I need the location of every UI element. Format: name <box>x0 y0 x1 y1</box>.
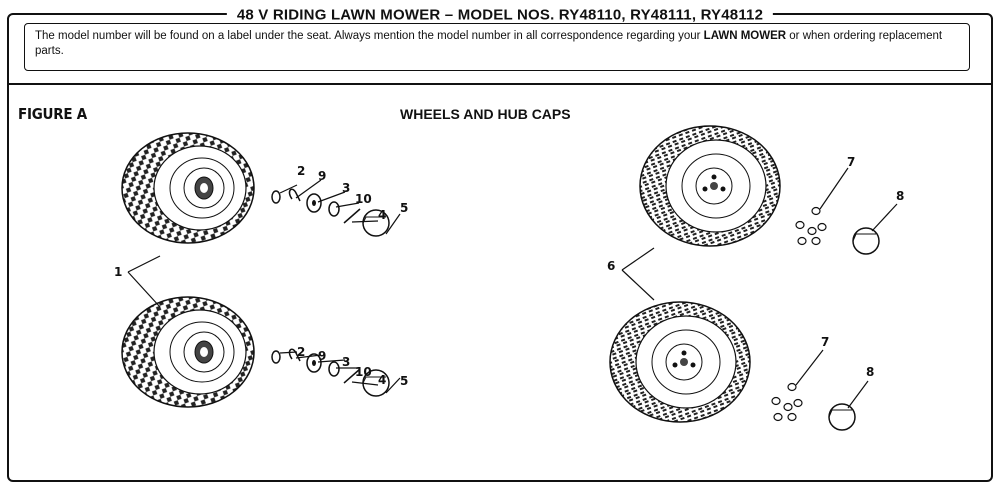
callout-4-top: 4 <box>378 208 386 222</box>
rear-hardware-bottom <box>771 382 856 431</box>
callout-5-bottom: 5 <box>400 374 408 388</box>
leader-lines <box>127 167 898 409</box>
callout-3-bottom: 3 <box>342 355 350 369</box>
callout-9-top: 9 <box>318 169 326 183</box>
notice-emphasis: LAWN MOWER <box>703 30 787 42</box>
model-number-notice: The model number will be found on a labe… <box>24 23 970 71</box>
figure-title: WHEELS AND HUB CAPS <box>400 106 571 122</box>
rear-wheel-top <box>639 125 781 247</box>
front-wheel-bottom <box>121 296 255 408</box>
callout-4-bottom: 4 <box>378 373 386 387</box>
notice-text-end: or when ordering replacement parts. <box>35 30 943 57</box>
callout-8-bottom: 8 <box>866 365 874 379</box>
callout-1: 1 <box>114 265 122 279</box>
callout-10-bottom: 10 <box>355 365 372 379</box>
callout-2-top: 2 <box>297 164 305 178</box>
callout-10-top: 10 <box>355 192 372 206</box>
callout-8-top: 8 <box>896 189 904 203</box>
outer-frame: 48 V RIDING LAWN MOWER – MODEL NOS. RY48… <box>7 6 993 482</box>
callout-2-bottom: 2 <box>297 345 305 359</box>
callout-7-top: 7 <box>847 155 855 169</box>
rear-wheel-bottom <box>609 301 751 423</box>
callout-5-top: 5 <box>400 201 408 215</box>
front-wheel-top <box>121 132 255 244</box>
rear-hardware-top <box>795 206 880 255</box>
section-divider <box>7 83 993 85</box>
callout-6: 6 <box>607 259 615 273</box>
page-title: 48 V RIDING LAWN MOWER – MODEL NOS. RY48… <box>226 6 774 24</box>
callout-7-bottom: 7 <box>821 335 829 349</box>
figure-label: FIGURE A <box>18 105 87 123</box>
callout-9-bottom: 9 <box>318 349 326 363</box>
callout-3-top: 3 <box>342 181 350 195</box>
notice-text: The model number will be found on a labe… <box>35 30 704 42</box>
